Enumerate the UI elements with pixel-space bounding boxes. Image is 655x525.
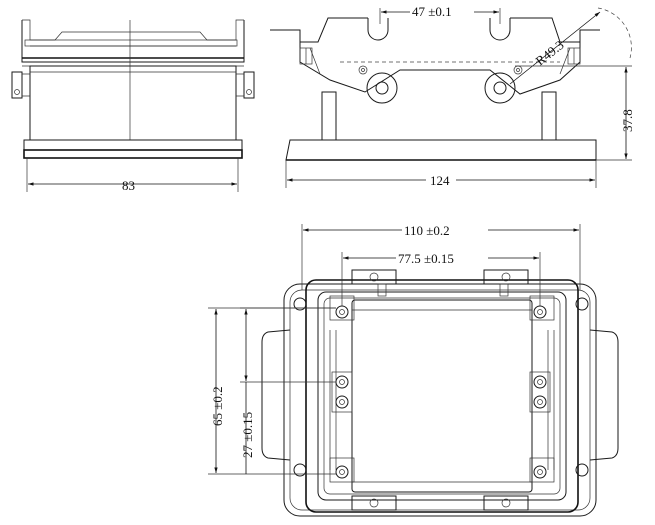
side-view: 83 [11, 19, 255, 193]
outer-width-dimension: 110 ±0.2 [404, 223, 450, 238]
top-view: 110 ±0.2 77.5 ±0.15 65 ±0.2 27 ±0.15 [208, 222, 619, 517]
height-dimension: 37.8 [620, 109, 635, 132]
inner-width-dimension: 77.5 ±0.15 [398, 251, 454, 266]
pin-spacing-dimension: 47 ±0.1 [412, 4, 452, 19]
inner-height-dimension: 27 ±0.15 [240, 412, 255, 458]
overall-width-dimension: 124 [430, 173, 450, 188]
front-view: 47 ±0.1 R49.3 37.8 124 [270, 3, 635, 188]
side-width-dimension: 83 [122, 178, 135, 193]
outer-height-dimension: 65 ±0.2 [210, 386, 225, 426]
